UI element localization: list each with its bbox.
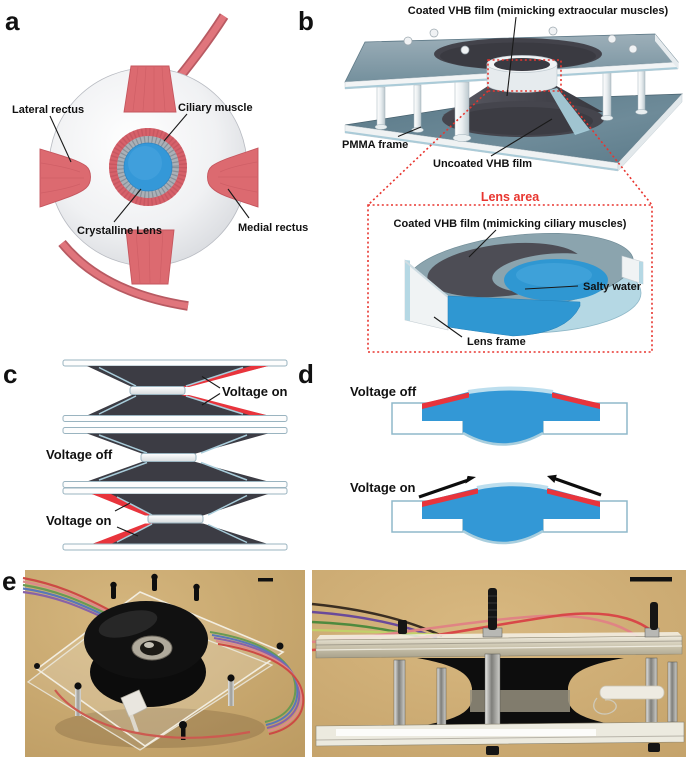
crystalline-lens-disc [123,142,173,192]
lens-area-inset-box [367,204,653,353]
standoff-bolts [34,573,284,740]
lens-area-marker [487,59,562,92]
lens-frame-label: Lens frame [467,336,526,348]
voltage-on-top-pointer-2 [201,393,221,406]
pmma-frame-label: PMMA frame [342,139,408,151]
salty-water-cut-face [447,295,581,337]
voltage-off-label: Voltage off [350,384,417,399]
coated-extraocular-pointer [506,16,517,97]
lens-voltage-on [391,474,628,545]
lens-cutaway-illustration [404,232,644,337]
ciliary-muscle-ring [109,128,187,206]
panel-d-label: d [298,359,314,389]
panel-a-label: a [5,6,20,36]
voltage-off-label: Voltage off [46,447,113,462]
uncoated-vhb-cone [442,84,604,137]
ciliary-muscle-label: Ciliary muscle [178,102,253,114]
panel-e-photo-side-view [311,570,686,757]
coated-extraocular-label: Coated VHB film (mimicking extraocular m… [408,5,669,17]
disc-sheen [98,610,158,638]
lens-area-label: Lens area [481,190,540,204]
inferior-rectus-muscle [125,229,175,285]
diagram-voltage-off [62,427,288,488]
diagram-voltage-on-right [62,359,288,422]
voltage-on-top-label: Voltage on [222,384,288,399]
panel-b-label: b [298,6,314,36]
lens-voltage-off [391,386,628,446]
voltage-on-label: Voltage on [350,480,416,495]
lens-frame-pointer [433,316,463,338]
medial-rectus-muscle [207,147,259,208]
lens-frame-cross-section [140,453,197,462]
center-lens-ring [131,635,173,661]
voltage-on-top-pointer-1 [201,376,221,389]
medial-rectus-label: Medial rectus [238,222,308,234]
support-columns [374,70,648,142]
coated-ciliary-pointer [468,229,497,258]
white-tube [593,685,665,715]
crystalline-lens-label: Crystalline Lens [77,225,162,237]
diagram-voltage-on-left [62,487,288,551]
contraction-arrows [418,474,602,499]
lateral-rectus-label: Lateral rectus [12,104,84,116]
panel-d-lens-states: d Voltage off Voltage on [298,359,628,545]
voltage-on-bottom-label: Voltage on [46,513,112,528]
ribbon-cable-right [54,631,305,739]
lens-frame-cross-section [129,386,186,395]
superior-rectus-muscle [123,65,177,113]
threaded-rods [398,588,660,755]
voltage-on-bottom-pointer-1 [114,502,131,512]
panel-c-actuation-states: c Voltage on Voltage off [3,359,288,551]
salty-water-pointer [524,285,579,290]
medial-rectus-pointer [227,188,250,219]
panel-c-label: c [3,359,17,389]
inferior-oblique-ribbon [58,239,189,311]
coated-ciliary-label: Coated VHB film (mimicking ciliary muscl… [394,218,627,230]
lateral-rectus-pointer [49,115,72,163]
uncoated-vhb-label: Uncoated VHB film [433,158,532,170]
callout-line-right [560,90,653,206]
panel-e-photo-top-view [22,570,305,757]
bottom-acrylic-plate [315,721,685,747]
pmma-frame-pointer [397,126,422,138]
white-fitting [120,689,148,733]
lateral-rectus-muscle [39,148,91,208]
uncoated-film-strip [549,88,590,135]
salty-water-label: Salty water [583,281,642,293]
lens-frame-ring [486,55,558,93]
lens-frame-cross-section [147,514,204,524]
ciliary-muscle-pointer [163,113,188,142]
panel-b-device-schematic: b [298,5,683,353]
scale-bar [630,577,672,582]
panel-e-label: e [2,566,17,596]
panel-a-eye-anatomy: a [5,6,308,311]
crystalline-lens-pointer [113,188,142,223]
uncoated-vhb-pointer [490,118,553,157]
plate-bolts [403,26,638,55]
scale-bar [258,578,273,582]
voltage-on-bottom-pointer-2 [116,526,139,537]
